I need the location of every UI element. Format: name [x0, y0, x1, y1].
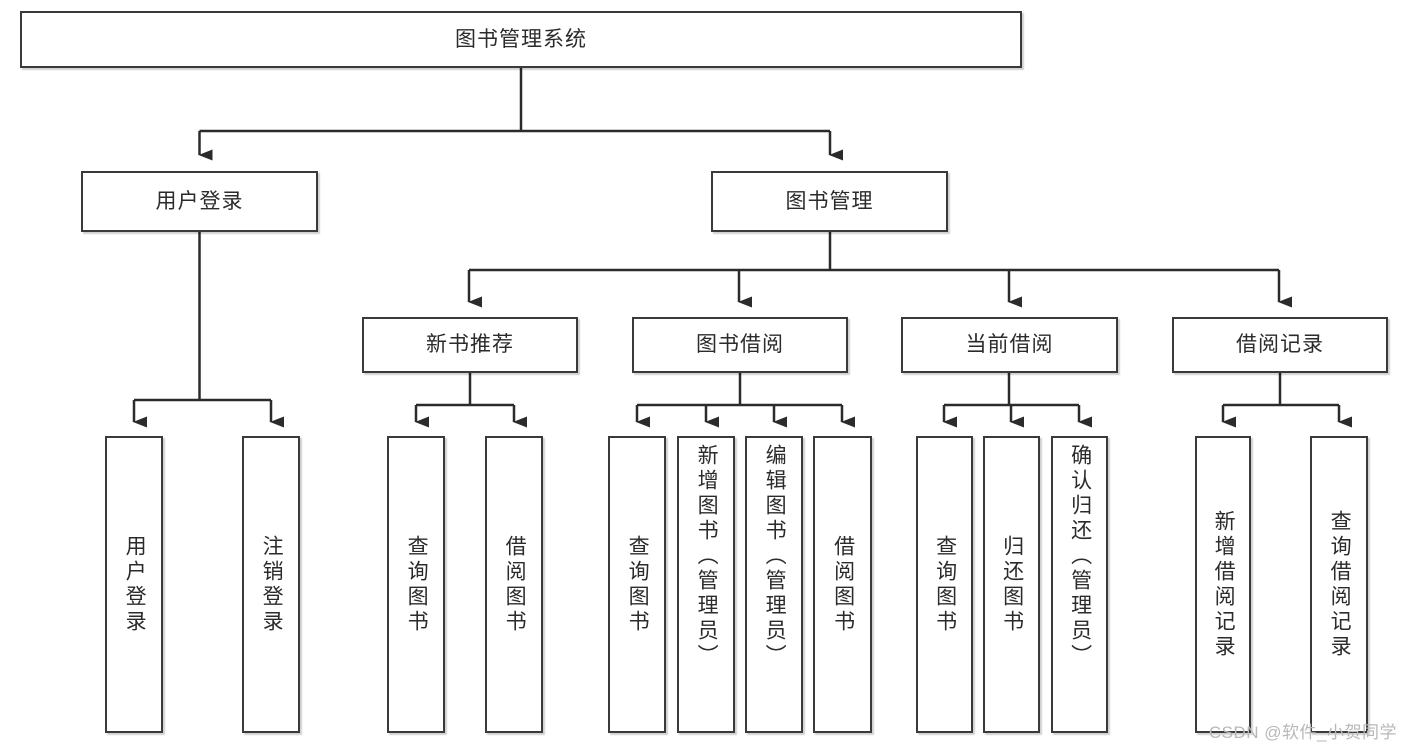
node-book-management[interactable]: 图书管理: [711, 171, 948, 232]
leaf-add-borrow-record[interactable]: 新增借阅记录: [1195, 436, 1251, 733]
leaf-query-book-1[interactable]: 查询图书: [387, 436, 445, 733]
leaf-borrow-book-2-label: 借阅图书: [831, 534, 855, 635]
node-new-book-recommend-label: 新书推荐: [426, 333, 514, 357]
leaf-return-book-label: 归还图书: [1000, 534, 1024, 635]
node-current-borrow-label: 当前借阅: [965, 333, 1054, 357]
node-root[interactable]: 图书管理系统: [20, 11, 1022, 68]
leaf-logout[interactable]: 注销登录: [242, 436, 300, 733]
node-borrow-records-label: 借阅记录: [1236, 333, 1324, 357]
leaf-query-borrow-record[interactable]: 查询借阅记录: [1310, 436, 1368, 733]
leaf-add-book-admin-label: 新增图书（管理员）: [695, 444, 719, 669]
leaf-borrow-book-1[interactable]: 借阅图书: [485, 436, 543, 733]
node-book-management-label: 图书管理: [785, 189, 874, 213]
leaf-query-book-3-label: 查询图书: [933, 534, 957, 635]
leaf-return-book[interactable]: 归还图书: [983, 436, 1040, 733]
leaf-logout-label: 注销登录: [260, 534, 284, 635]
leaf-edit-book-admin-label: 编辑图书（管理员）: [763, 444, 787, 669]
node-root-label: 图书管理系统: [455, 27, 587, 51]
leaf-borrow-book-1-label: 借阅图书: [503, 534, 527, 635]
leaf-query-book-2[interactable]: 查询图书: [608, 436, 666, 733]
leaf-add-book-admin[interactable]: 新增图书（管理员）: [677, 436, 735, 733]
node-user-login-label: 用户登录: [155, 189, 244, 213]
leaf-edit-book-admin[interactable]: 编辑图书（管理员）: [745, 436, 803, 733]
node-user-login[interactable]: 用户登录: [81, 171, 318, 232]
leaf-confirm-return-admin-label: 确认归还（管理员）: [1068, 444, 1092, 669]
leaf-query-book-3[interactable]: 查询图书: [916, 436, 973, 733]
node-new-book-recommend[interactable]: 新书推荐: [362, 317, 578, 373]
leaf-borrow-book-2[interactable]: 借阅图书: [813, 436, 872, 733]
node-borrow-records[interactable]: 借阅记录: [1172, 317, 1388, 373]
node-current-borrow[interactable]: 当前借阅: [901, 317, 1118, 373]
leaf-query-borrow-record-label: 查询借阅记录: [1328, 509, 1352, 660]
node-book-borrow-label: 图书借阅: [696, 333, 784, 357]
leaf-user-login[interactable]: 用户登录: [105, 436, 163, 733]
leaf-query-book-1-label: 查询图书: [405, 534, 429, 635]
leaf-confirm-return-admin[interactable]: 确认归还（管理员）: [1051, 436, 1108, 733]
leaf-add-borrow-record-label: 新增借阅记录: [1212, 509, 1236, 660]
watermark-text: CSDN @软件_小贺同学: [1208, 723, 1397, 742]
leaf-query-book-2-label: 查询图书: [626, 534, 650, 635]
leaf-user-login-label: 用户登录: [123, 534, 147, 635]
node-book-borrow[interactable]: 图书借阅: [632, 317, 848, 373]
